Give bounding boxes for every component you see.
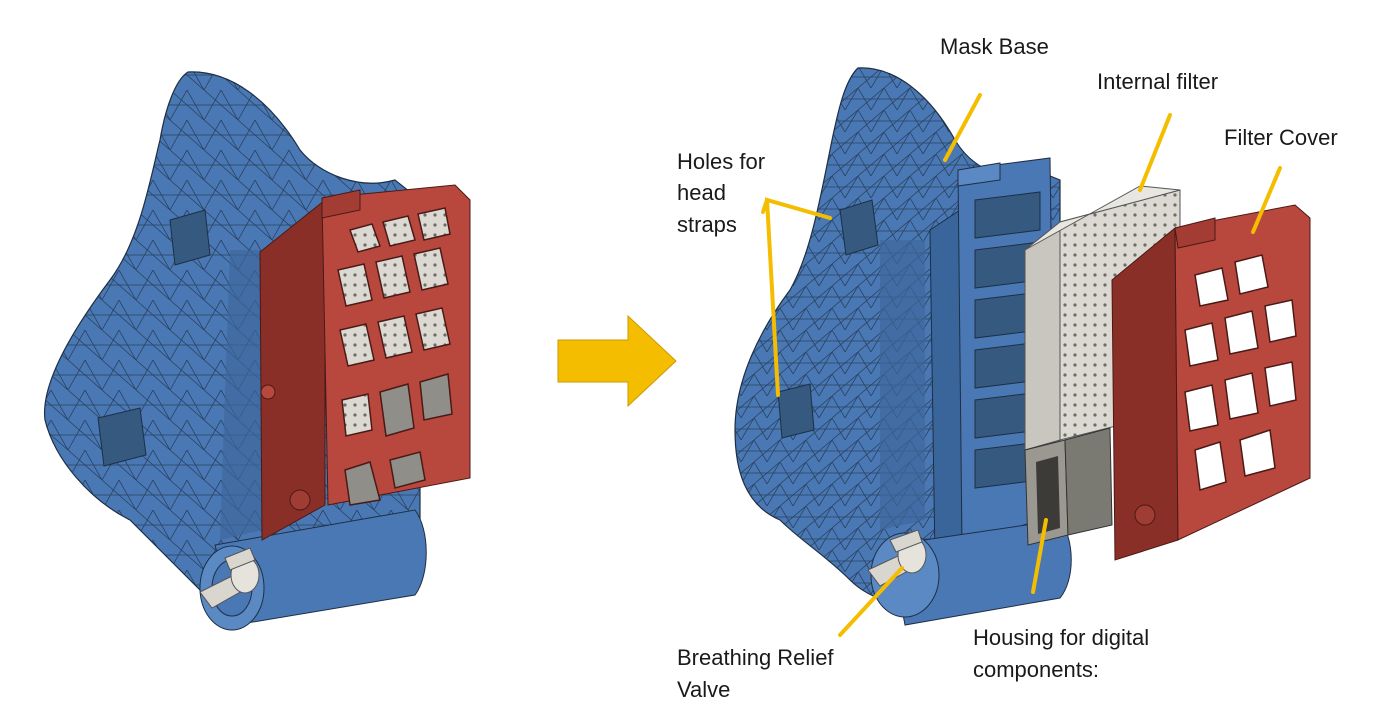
label-holes-line3: straps — [677, 212, 737, 237]
label-housing-line2: components: — [973, 657, 1099, 682]
callout-filter-cover — [1251, 166, 1282, 234]
label-filter-cover: Filter Cover — [1224, 125, 1338, 150]
label-mask-base: Mask Base — [940, 34, 1049, 59]
callout-internal-filter — [1138, 113, 1172, 192]
right-arrow-icon — [557, 314, 677, 408]
strap-hole-upper — [839, 199, 879, 256]
label-housing-line1: Housing for digital — [973, 625, 1149, 650]
label-relief-line2: Valve — [677, 677, 730, 702]
callout-mask-base — [943, 93, 982, 162]
filter-cover: BiP — [1111, 204, 1311, 561]
strap-hole-lower — [777, 383, 815, 439]
callout-holes-branch — [761, 198, 769, 214]
breathing-relief-valve — [867, 529, 927, 587]
exploded-mask: BiP — [734, 67, 1311, 626]
callout-relief-valve — [838, 566, 904, 637]
digital-housing — [1024, 427, 1113, 546]
assembled-strap-hole-lower — [97, 407, 147, 467]
label-relief-line1: Breathing Relief — [677, 645, 834, 670]
callout-housing — [1031, 518, 1048, 594]
assembled-filter-cover: BiP — [259, 184, 471, 541]
label-holes-line2: head — [677, 180, 726, 205]
assembled-mask: BiP — [44, 71, 471, 631]
assembled-strap-hole-upper — [169, 209, 211, 266]
callout-lines — [761, 93, 1282, 637]
assembled-valve-cylinder — [214, 509, 427, 626]
label-holes-line1: Holes for — [677, 149, 765, 174]
assembled-relief-valve — [199, 547, 260, 609]
label-internal-filter: Internal filter — [1097, 69, 1218, 94]
